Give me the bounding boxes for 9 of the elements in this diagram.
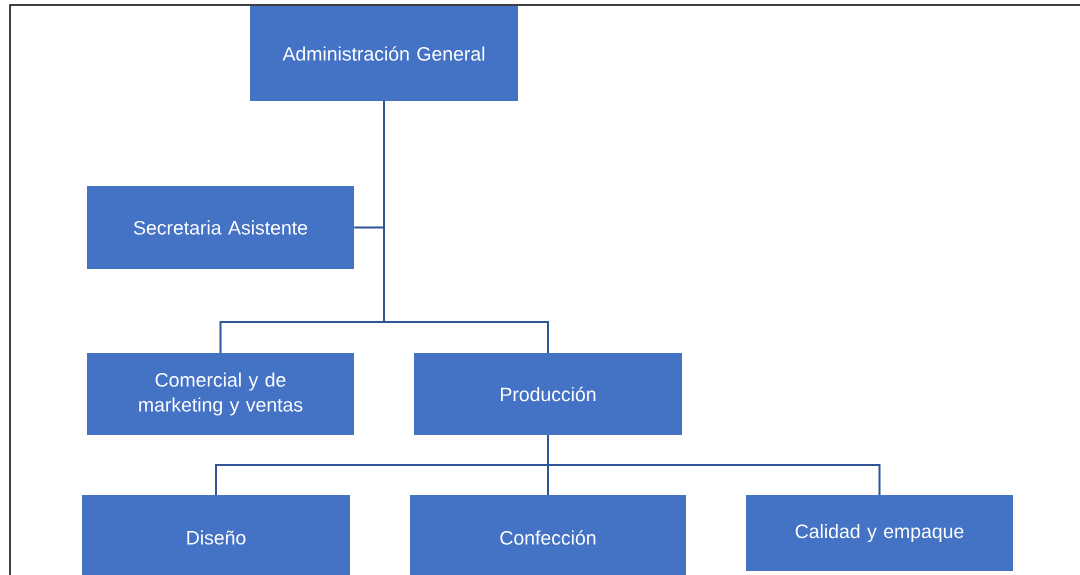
org-box: Administración General [250, 6, 518, 101]
org-box: Secretaria Asistente [87, 186, 354, 269]
org-box: Producción [414, 353, 682, 435]
connector-line [547, 434, 881, 496]
org-box: Confección [410, 495, 686, 575]
org-box: Diseño [82, 495, 350, 575]
connector-line [383, 100, 549, 354]
org-box: Comercial y de marketing y ventas [87, 353, 354, 435]
org-box: Calidad y empaque [746, 495, 1013, 571]
